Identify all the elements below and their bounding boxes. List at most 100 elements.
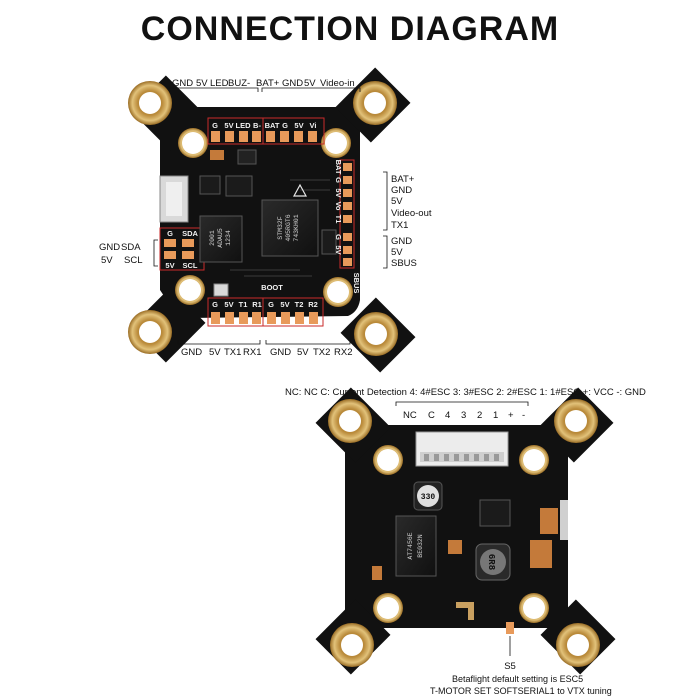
fc-silk-top: Vi <box>310 121 317 130</box>
fc-label-top: Video-in <box>320 78 355 89</box>
fc-silk-bottom: G <box>268 300 274 309</box>
esc-component <box>530 540 552 568</box>
esc-inductor-label: 330 <box>421 493 436 502</box>
fc-bottom-labels: GND 5V TX1 RX1 GND 5V TX2 RX2 <box>177 340 352 358</box>
fc-top-labels: GND 5V LED BUZ- BAT+ GND 5V Video-in <box>169 78 361 92</box>
fc-component <box>210 150 224 160</box>
esc-chip-text: BE032N <box>417 534 424 558</box>
esc-component <box>372 566 382 580</box>
fc-silk-top: 5V <box>294 121 303 130</box>
fc-regulator <box>199 175 221 195</box>
fc-label-bottom: TX2 <box>313 347 330 358</box>
fc-label-left: GND <box>99 242 120 253</box>
esc-chip-text: AT7456E <box>407 532 414 559</box>
fc-label-right: 5V <box>391 247 403 258</box>
esc-board: 330 AT7456E BE032N 6R8 <box>315 387 616 675</box>
fc-right-pads <box>343 163 352 266</box>
fc-label-bottom: TX1 <box>224 347 241 358</box>
fc-flash-text-1: 2001 <box>209 230 216 246</box>
fc-top-pad-outline <box>207 117 325 145</box>
esc-pin-label: NC <box>403 410 417 421</box>
fc-label-right: SBUS <box>391 258 417 269</box>
esc-note-1: Betaflight default setting is ESC5 <box>452 674 583 684</box>
fc-mcu-text-1: STM32F <box>277 216 284 240</box>
esc-osd-chip <box>395 515 437 577</box>
fc-silk-right: G <box>334 177 343 183</box>
esc-pin-label: C <box>428 410 435 421</box>
flight-controller-board: STM32F 405RGT6 743KH01 2001 ADAU5 1234 G… <box>128 67 416 373</box>
fc-label-top: 5V <box>196 78 208 89</box>
fc-flash-text-2: ADAU5 <box>217 228 224 248</box>
esc-s5-label: S5 <box>504 661 516 672</box>
fc-silk-bottom: 5V <box>224 300 233 309</box>
fc-label-top: BAT+ <box>256 78 280 89</box>
esc-pin-label: 2 <box>477 410 482 421</box>
esc-component <box>540 508 558 534</box>
fc-silk-sbus: SBUS <box>352 273 361 294</box>
esc-component <box>560 500 568 540</box>
fc-label-bottom: GND <box>270 347 291 358</box>
fc-silk-bottom: G <box>212 300 218 309</box>
esc-pin-label: - <box>522 410 525 421</box>
esc-component <box>448 540 462 554</box>
fc-flash-text-3: 1234 <box>225 230 232 246</box>
fc-silk-boot: BOOT <box>261 283 283 292</box>
fc-label-bottom: RX2 <box>334 347 352 358</box>
esc-header: NC: NC C: Current Detection 4: 4#ESC 3: … <box>285 387 646 398</box>
esc-connector-pins <box>424 454 499 461</box>
esc-pin-label: 1 <box>493 410 498 421</box>
fc-logo <box>292 183 308 197</box>
fc-silk-left: SCL <box>183 261 198 270</box>
fc-label-bottom: GND <box>181 347 202 358</box>
fc-label-top: BUZ- <box>228 78 250 89</box>
fc-gyro-chip <box>225 175 253 197</box>
fc-label-right: BAT+ <box>391 174 415 185</box>
fc-label-right: GND <box>391 236 412 247</box>
fc-mcu-text-2: 405RGT6 <box>285 214 292 241</box>
esc-labels: NC: NC C: Current Detection 4: 4#ESC 3: … <box>285 387 646 696</box>
fc-silk-left: SDA <box>182 229 198 238</box>
esc-component <box>479 499 511 527</box>
fc-silk-top: G <box>212 121 218 130</box>
esc-pcb <box>345 425 568 628</box>
esc-inductor2-label: 6R8 <box>486 554 496 570</box>
fc-component <box>237 149 257 165</box>
fc-bottom-pads <box>211 312 318 324</box>
fc-label-top: GND <box>282 78 303 89</box>
fc-label-top: GND <box>172 78 193 89</box>
fc-label-right: TX1 <box>391 220 408 231</box>
fc-silk-top: LED <box>236 121 252 130</box>
fc-silk-top: G <box>282 121 288 130</box>
fc-trace <box>230 179 330 277</box>
fc-right-pad-outline <box>339 159 355 269</box>
fc-silk-bottom: R2 <box>308 300 318 309</box>
esc-pin-label: 3 <box>461 410 466 421</box>
page-title: CONNECTION DIAGRAM <box>140 10 560 48</box>
fc-label-left: SCL <box>124 255 142 266</box>
fc-silk-left: 5V <box>165 261 174 270</box>
fc-label-left: SDA <box>121 242 141 253</box>
fc-silk-right: 5V <box>334 245 343 254</box>
fc-label-right: GND <box>391 185 412 196</box>
fc-silk-bottom: R1 <box>252 300 262 309</box>
fc-silk-right: Vo <box>334 201 343 210</box>
fc-boot-button <box>213 283 229 297</box>
fc-top-pads <box>211 131 317 142</box>
esc-s5-pad <box>506 622 514 634</box>
fc-label-bottom: RX1 <box>243 347 261 358</box>
esc-pin-label: + <box>508 410 514 421</box>
fc-label-right: Video-out <box>391 208 432 219</box>
fc-bottom-pad-outline <box>207 297 324 327</box>
fc-label-bottom: 5V <box>297 347 309 358</box>
fc-label-left: 5V <box>101 255 113 266</box>
esc-note-2: T-MOTOR SET SOFTSERIAL1 to VTX tuning <box>430 686 612 696</box>
fc-mcu-text-3: 743KH01 <box>293 214 300 241</box>
fc-silk-right: G <box>334 234 343 240</box>
fc-silk-top: B- <box>253 121 261 130</box>
fc-left-pads <box>164 239 194 259</box>
fc-silk-bottom: T1 <box>239 300 248 309</box>
fc-silk-right: T1 <box>334 215 343 224</box>
esc-pin-label: 4 <box>445 410 450 421</box>
fc-flash-chip <box>199 215 243 263</box>
